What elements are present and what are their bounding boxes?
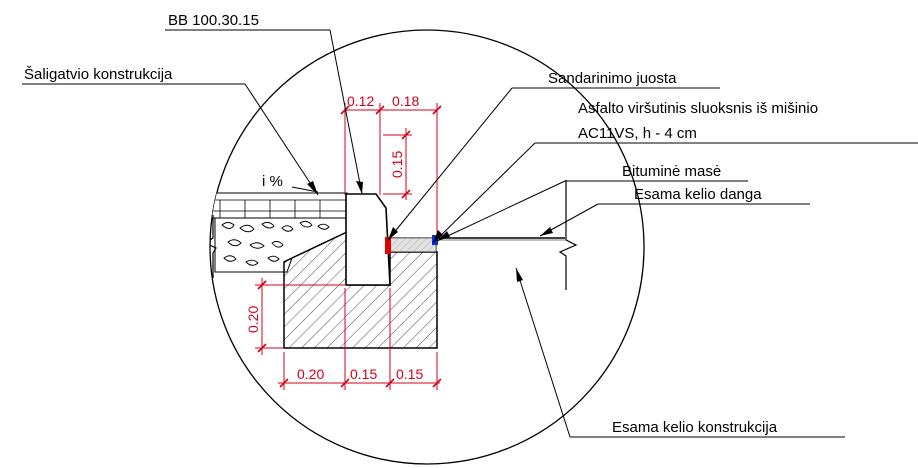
- dim-top-left: 0.12: [347, 93, 374, 109]
- label-bitumen: Bituminė masė: [622, 163, 721, 180]
- dimension-vertical-top: [383, 128, 412, 200]
- leader-asphalt: [432, 142, 918, 244]
- sealing-strip: [385, 237, 391, 254]
- dim-bottom-1: 0.20: [297, 366, 324, 382]
- dim-bottom-2: 0.15: [350, 366, 377, 382]
- leader-sealing: [387, 87, 720, 241]
- label-slope: i %: [262, 173, 283, 190]
- label-sealing: Sandarinimo juosta: [548, 70, 677, 87]
- leader-sidewalk: [22, 83, 319, 196]
- leader-existing-surface: [539, 203, 810, 237]
- label-curb: BB 100.30.15: [168, 12, 259, 29]
- leader-bitumen: [436, 180, 748, 242]
- dim-top-right: 0.18: [392, 93, 419, 109]
- label-existing-structure: Esama kelio konstrukcija: [612, 419, 778, 436]
- leader-existing-structure: [515, 267, 845, 438]
- dimension-vertical-left: [255, 278, 345, 355]
- dim-vertical-top: 0.15: [389, 151, 405, 178]
- leader-slope: [291, 186, 319, 193]
- break-line-left: [210, 215, 217, 278]
- dimension-top: [340, 103, 442, 238]
- label-asphalt-line1: Asfalto viršutinis sluoksnis iš mišinio: [578, 100, 818, 117]
- dim-vertical-left: 0.20: [245, 306, 261, 333]
- label-sidewalk: Šaligatvio konstrukcija: [24, 66, 173, 83]
- leader-curb: [165, 29, 363, 195]
- detail-circle: [209, 29, 645, 465]
- curb-stone: [345, 193, 391, 286]
- label-existing-surface: Esama kelio danga: [634, 186, 762, 203]
- dim-bottom-3: 0.15: [396, 366, 423, 382]
- label-asphalt-line2: AC11VS, h - 4 cm: [578, 125, 697, 142]
- break-line-right: [558, 180, 578, 290]
- dimension-bottom: [278, 288, 442, 390]
- sidewalk-paving: [210, 192, 348, 219]
